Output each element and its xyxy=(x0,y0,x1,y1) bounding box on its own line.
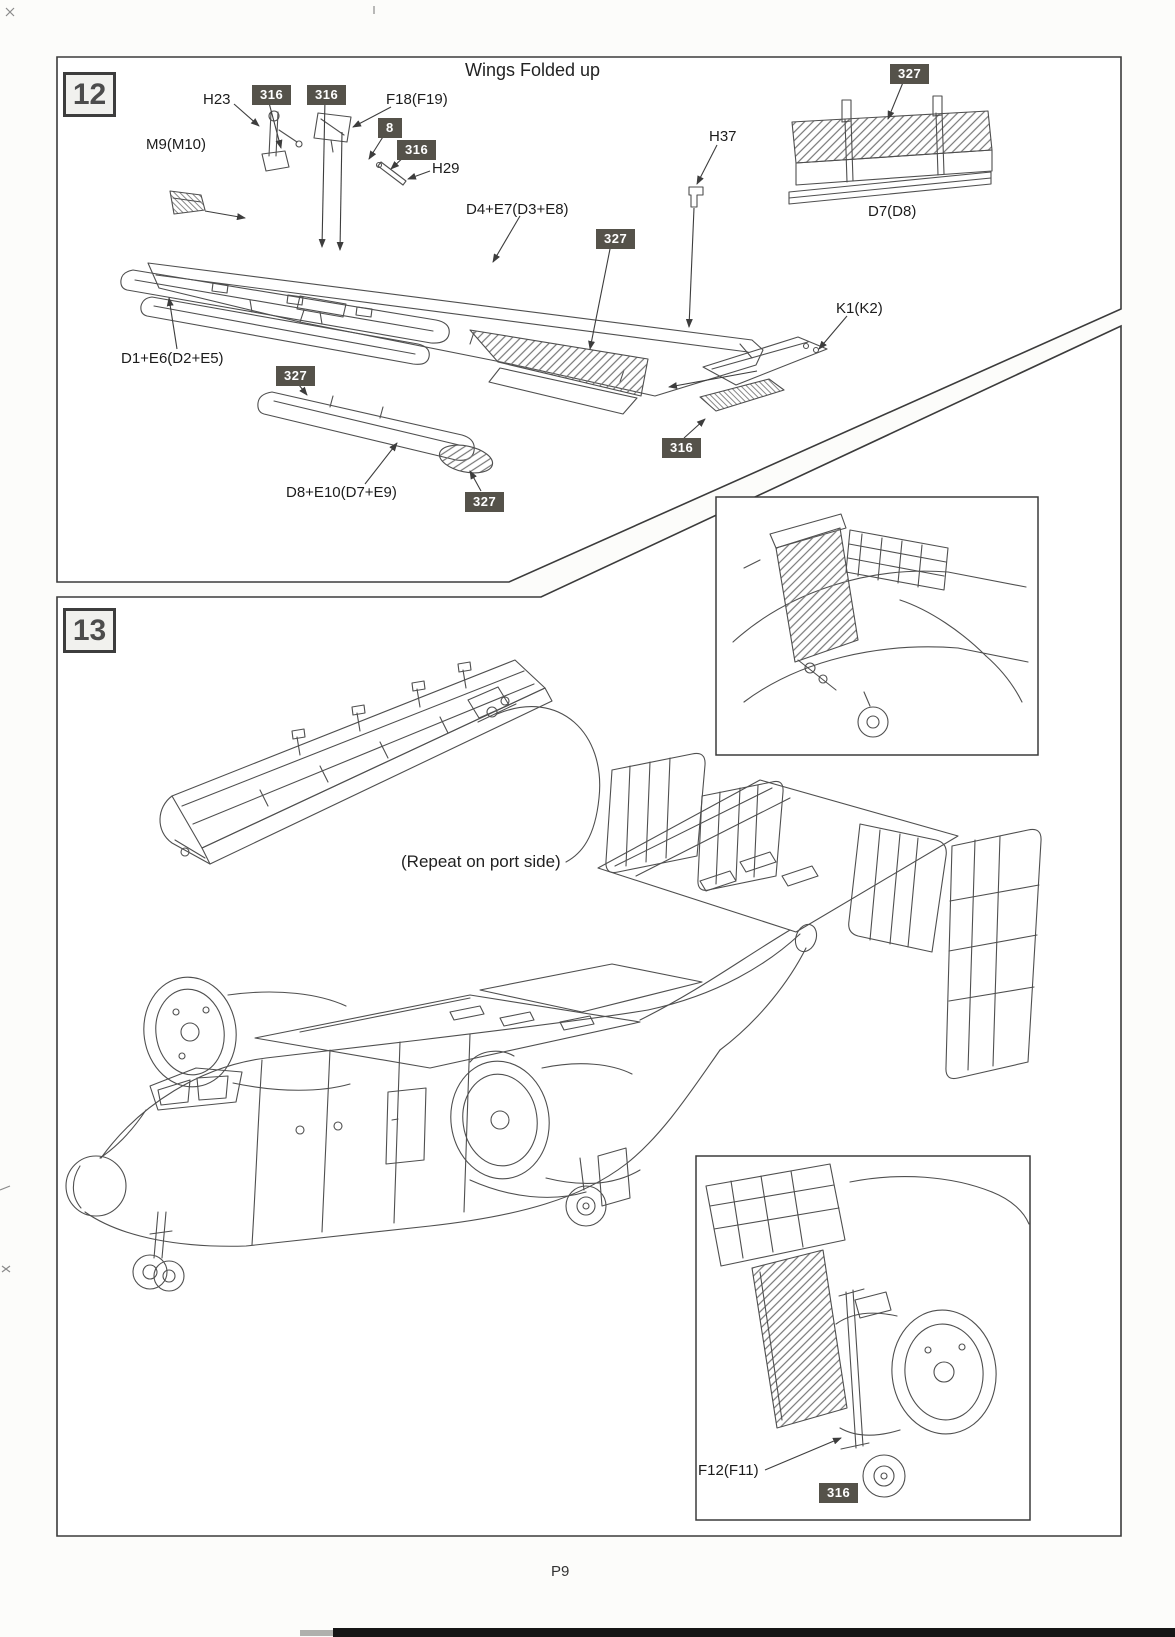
paint-badge-327-b: 327 xyxy=(890,64,930,85)
inset-detail-wing-fold xyxy=(715,496,1039,756)
paint-badge-327-c: 327 xyxy=(276,366,316,387)
part-label-f18: F18(F19) xyxy=(386,91,448,108)
paint-badge-327-a: 327 xyxy=(596,229,636,250)
print-registration-marks xyxy=(0,6,375,1273)
part-label-d4e7: D4+E7(D3+E8) xyxy=(466,201,569,218)
part-label-h29: H29 xyxy=(432,160,460,177)
scan-artifact-gray xyxy=(300,1630,334,1636)
step-12-title: Wings Folded up xyxy=(465,60,601,80)
part-label-d8e10: D8+E10(D7+E9) xyxy=(286,484,397,501)
inset-detail-engine-strut xyxy=(695,1155,1031,1521)
page-number: P9 xyxy=(551,1563,570,1580)
paint-badge-327-d: 327 xyxy=(465,492,505,513)
paint-badge-316-b: 316 xyxy=(307,85,347,106)
repeat-note: (Repeat on port side) xyxy=(401,852,561,871)
step-12-arrows xyxy=(166,79,905,492)
part-label-h23: H23 xyxy=(203,91,231,108)
part-label-d7: D7(D8) xyxy=(868,203,917,220)
paint-badge-8: 8 xyxy=(378,118,402,139)
paint-badge-316-e: 316 xyxy=(819,1483,859,1504)
part-label-d1e6: D1+E6(D2+E5) xyxy=(121,350,224,367)
part-label-m9: M9(M10) xyxy=(146,136,207,153)
scan-artifact-bar xyxy=(333,1628,1175,1637)
step-13-number: 13 xyxy=(63,608,116,653)
step-13-art xyxy=(65,659,1042,1292)
part-label-k1: K1(K2) xyxy=(836,300,883,317)
step-12-art xyxy=(120,95,993,474)
part-label-f12: F12(F11) xyxy=(698,1462,759,1479)
part-label-h37: H37 xyxy=(709,128,737,145)
paint-badge-316-c: 316 xyxy=(397,140,437,161)
paint-badge-316-d: 316 xyxy=(662,438,702,459)
step-12-number: 12 xyxy=(63,72,116,117)
paint-badge-316-a: 316 xyxy=(252,85,292,106)
